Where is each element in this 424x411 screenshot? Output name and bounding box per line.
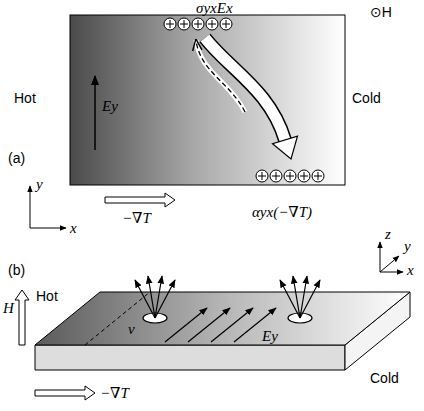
gradient-arrow xyxy=(35,386,95,400)
field-lines xyxy=(165,308,276,342)
slab-front xyxy=(35,345,345,370)
figure-label: v xyxy=(128,321,135,337)
gradient-arrow xyxy=(105,193,175,207)
figure-label: (a) xyxy=(8,150,25,166)
figure-label: y xyxy=(404,238,411,254)
field-arrow xyxy=(94,76,96,150)
figure-label: σyxEx xyxy=(196,0,233,16)
slab-top xyxy=(35,292,410,345)
charge-row-bottom xyxy=(256,170,324,182)
figure-label: x xyxy=(407,262,414,278)
figure-label: −∇T xyxy=(100,385,129,401)
vortex-2 xyxy=(280,276,320,323)
figure-label: Cold xyxy=(352,90,381,106)
field-h-arrow xyxy=(15,290,29,345)
axes-b xyxy=(380,242,403,272)
figure-label: Hot xyxy=(14,90,36,106)
figure-label: H xyxy=(3,300,14,316)
figure-label: z xyxy=(385,226,391,242)
vortex-1 xyxy=(135,276,175,323)
charge-row-top xyxy=(164,18,232,30)
figure-label: ⊙H xyxy=(370,4,392,20)
diffusion-arrow xyxy=(205,38,285,140)
figure-label: Ey xyxy=(262,328,278,344)
dashed-line xyxy=(85,292,150,345)
axes-a xyxy=(30,186,66,228)
figure-label: (b) xyxy=(8,262,25,278)
figure-label: y xyxy=(36,176,43,192)
figure-label: x xyxy=(70,220,77,236)
sample-plate xyxy=(70,15,345,185)
diffusion-arrow-head xyxy=(273,136,298,159)
figure-label: Ey xyxy=(102,98,118,114)
figure-label: −∇T xyxy=(122,210,151,226)
figure-label: αyx(−∇T) xyxy=(252,204,312,220)
figure-label: Hot xyxy=(36,288,58,304)
diffusion-arrow-outline xyxy=(205,38,285,140)
figure-label: Cold xyxy=(370,370,399,386)
